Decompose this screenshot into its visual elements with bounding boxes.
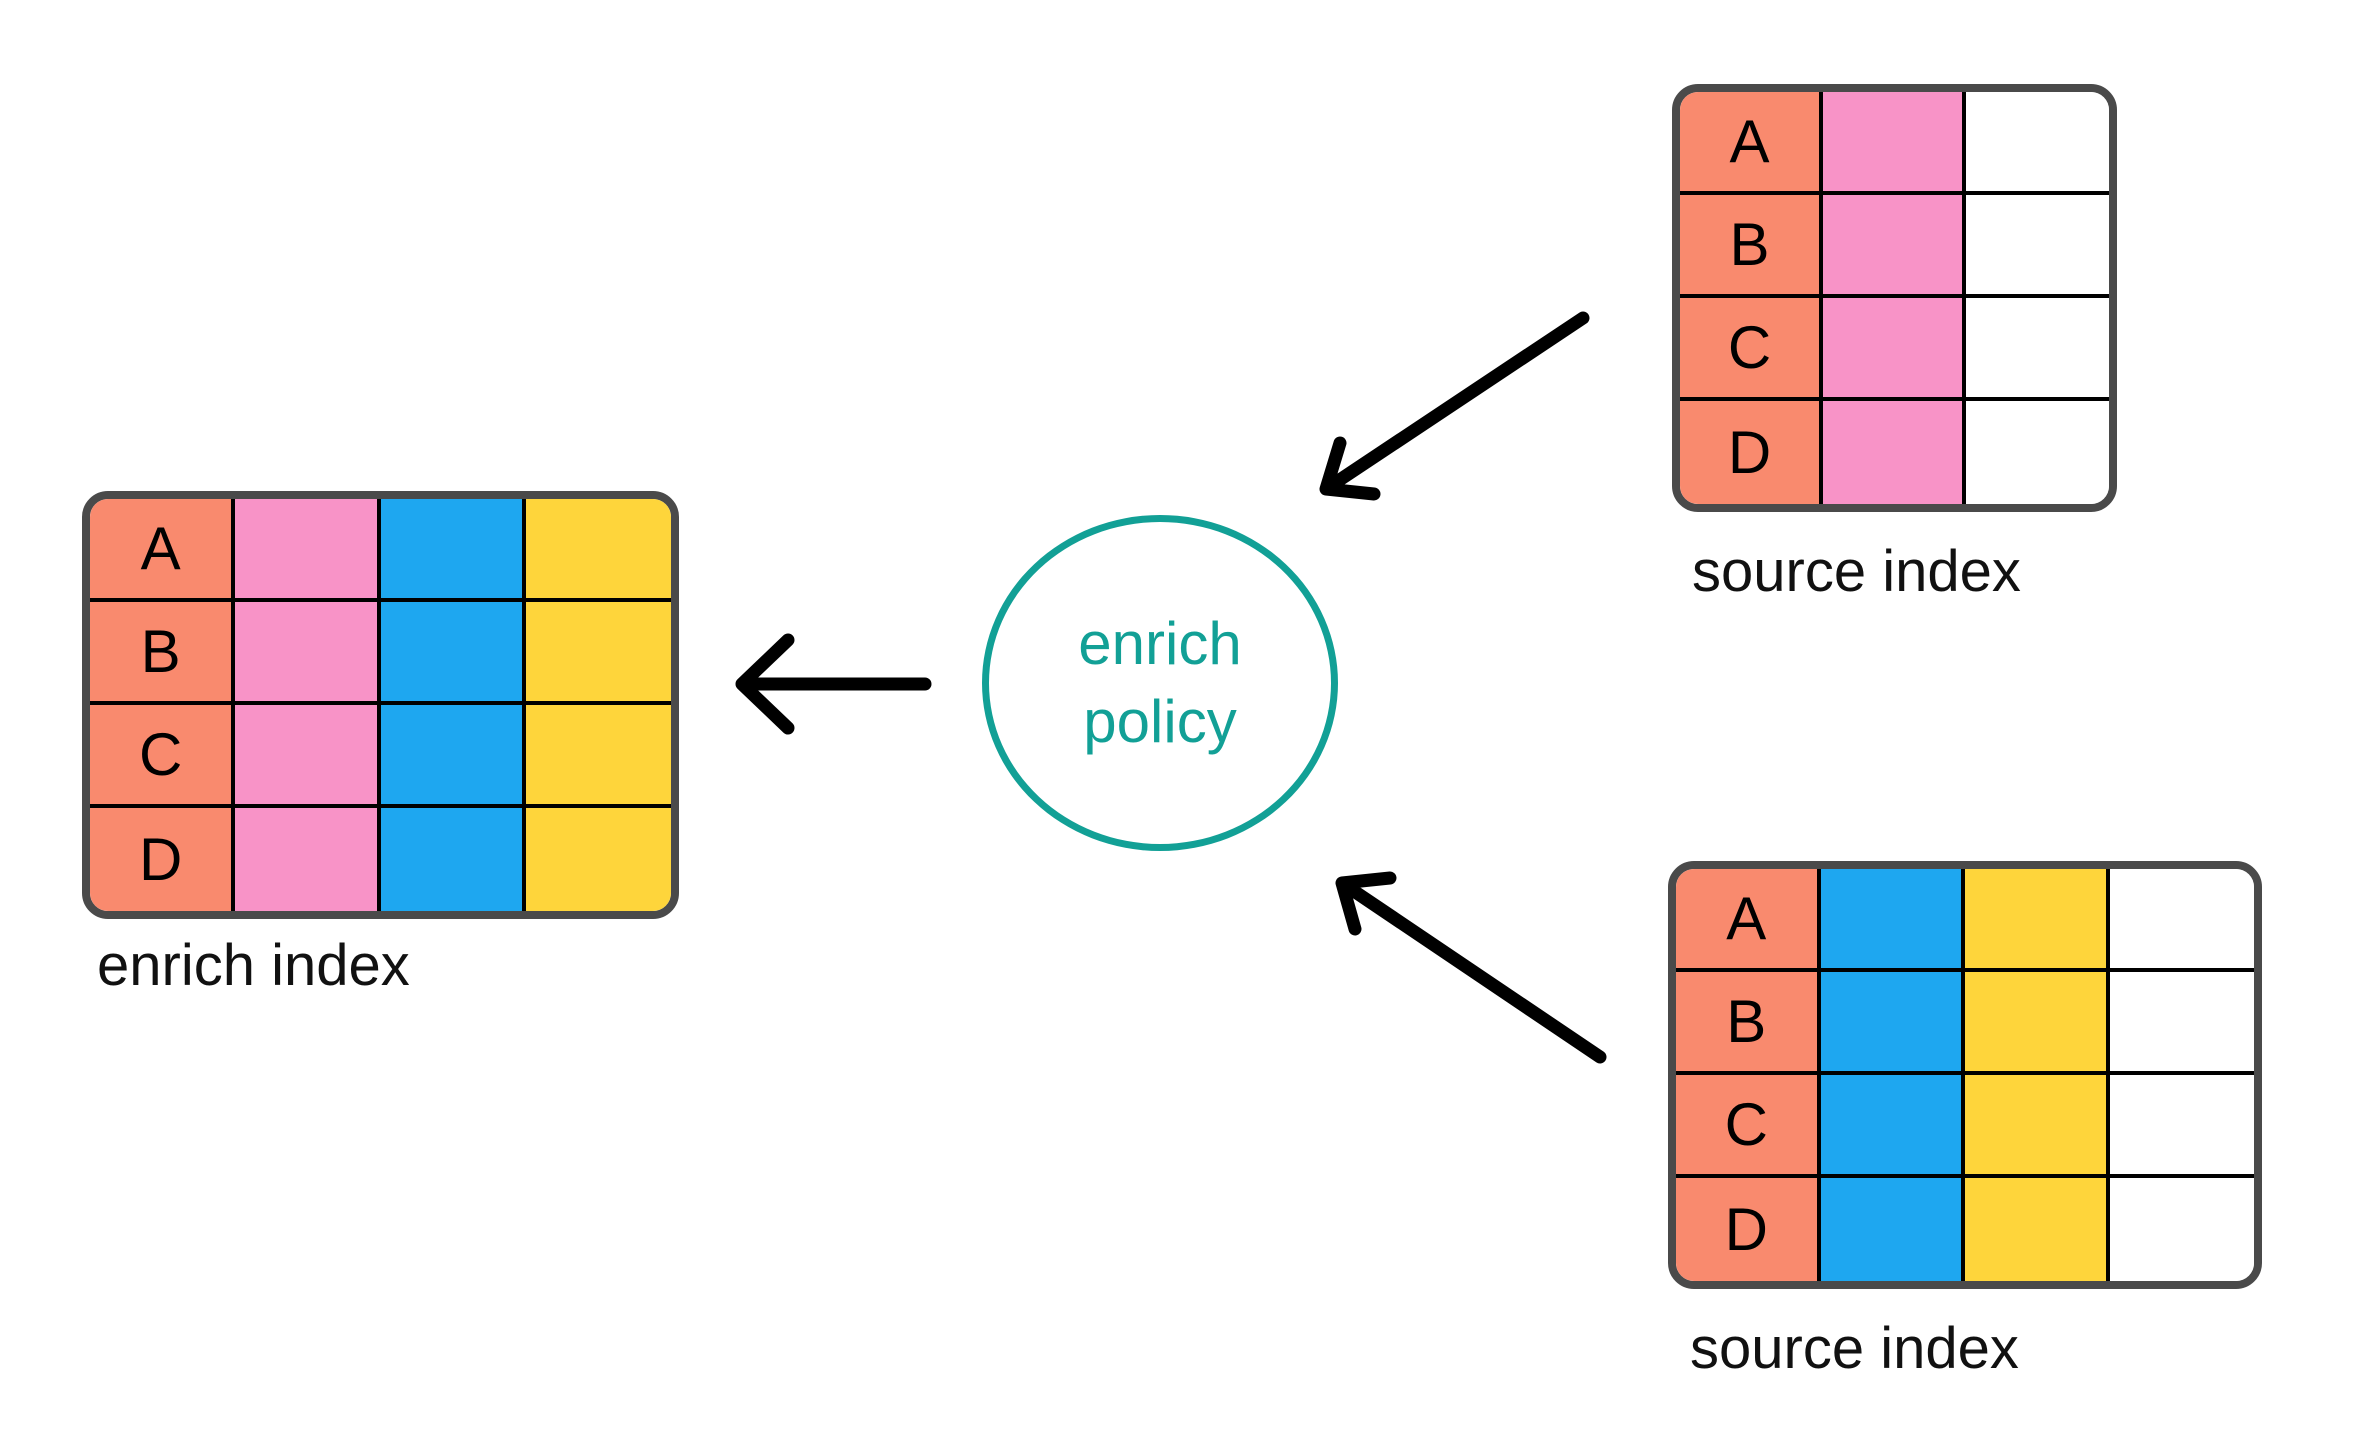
arrow-source-index-top-to-policy-icon [1319,311,1590,501]
row-value-cell [1823,401,1966,504]
row-key-cell: B [90,602,236,701]
row-value-cell [1823,92,1966,191]
row-value-cell [1966,195,2109,294]
source-index-bottom-label: source index [1690,1316,2019,1381]
row-key-cell: A [1676,869,1821,968]
enrich-policy-label-line2: policy [1083,688,1237,755]
arrow-source-index-bottom-to-policy-icon [1335,871,1607,1064]
row-key-cell: A [90,499,236,598]
table-row: D [1676,1178,2254,1281]
row-value-cell [235,808,381,911]
row-key-cell: A [1680,92,1823,191]
row-value-cell [2109,1178,2254,1281]
row-key-cell: C [1676,1075,1821,1174]
table-row: B [90,602,671,705]
table-row: C [1676,1075,2254,1178]
row-key-cell: C [90,705,236,804]
table-row: D [1680,401,2109,504]
row-value-cell [380,808,526,911]
row-value-cell [1820,1178,1965,1281]
row-value-cell [235,499,381,598]
row-value-cell [525,499,671,598]
table-row: B [1680,195,2109,298]
table-row: B [1676,972,2254,1075]
row-value-cell [1965,1178,2110,1281]
source-index-top-label: source index [1692,539,2021,604]
row-key-cell: D [90,808,236,911]
arrow-policy-to-enrich-index-icon [735,633,932,735]
row-value-cell [380,602,526,701]
row-value-cell [380,499,526,598]
enrich-policy-circle: enrich policy [982,515,1338,851]
row-value-cell [1966,92,2109,191]
row-value-cell [1820,1075,1965,1174]
row-key-cell: B [1680,195,1823,294]
row-value-cell [1966,298,2109,397]
row-value-cell [1965,1075,2110,1174]
row-value-cell [2109,1075,2254,1174]
row-value-cell [380,705,526,804]
row-key-cell: D [1676,1178,1821,1281]
table-row: C [90,705,671,808]
row-value-cell [235,705,381,804]
row-key-cell: D [1680,401,1823,504]
row-value-cell [1965,972,2110,1071]
enrich-index-label: enrich index [97,933,410,998]
row-value-cell [2109,869,2254,968]
row-value-cell [1823,195,1966,294]
table-row: A [1680,92,2109,195]
row-value-cell [1966,401,2109,504]
enrich-policy-label-line1: enrich [1078,610,1242,677]
table-row: D [90,808,671,911]
row-value-cell [1823,298,1966,397]
row-value-cell [525,808,671,911]
table-row: C [1680,298,2109,401]
row-value-cell [525,705,671,804]
row-key-cell: B [1676,972,1821,1071]
table-row: A [90,499,671,602]
row-value-cell [235,602,381,701]
row-value-cell [525,602,671,701]
row-key-cell: C [1680,298,1823,397]
table-row: A [1676,869,2254,972]
row-value-cell [2109,972,2254,1071]
row-value-cell [1820,869,1965,968]
row-value-cell [1820,972,1965,1071]
row-value-cell [1965,869,2110,968]
